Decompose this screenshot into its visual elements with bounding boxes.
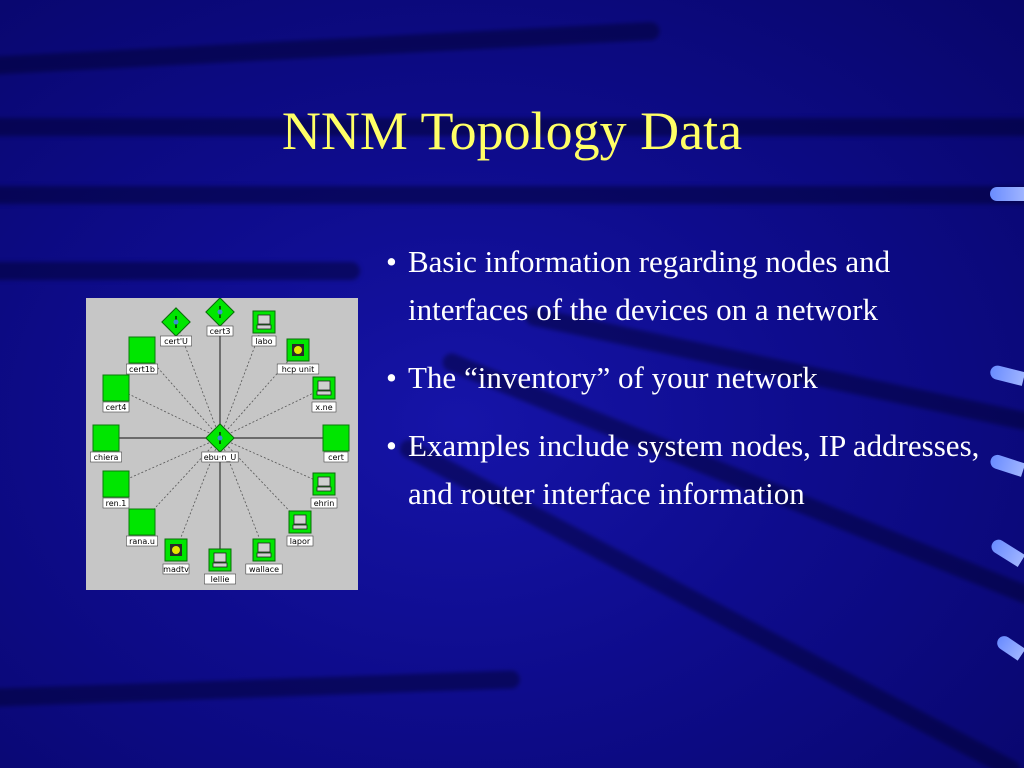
- background-streak: [0, 670, 521, 708]
- background-streak: [0, 21, 660, 77]
- topology-node-label: ren.1: [106, 499, 127, 508]
- topology-node-label: cert'U: [164, 337, 188, 346]
- topology-node-10: madtv: [162, 538, 190, 575]
- bullet-item: • Examples include system nodes, IP addr…: [386, 422, 1006, 518]
- topology-node-label: cert4: [106, 403, 127, 412]
- topology-link: [219, 437, 325, 485]
- bullet-text: Examples include system nodes, IP addres…: [408, 428, 980, 511]
- topology-link: [141, 437, 221, 523]
- topology-node-7: lapor: [286, 510, 314, 547]
- topology-node-15: cert1b: [126, 336, 158, 375]
- topology-node-label: lellie: [211, 575, 230, 584]
- bullet-dot: •: [386, 428, 397, 463]
- topology-link: [219, 437, 301, 523]
- topology-node-label: hcp unit: [282, 365, 315, 374]
- decorative-mark: [990, 187, 1024, 201]
- bullet-dot: •: [386, 244, 397, 279]
- topology-node-1: cert3: [205, 298, 235, 337]
- topology-node-14: cert4: [102, 374, 130, 413]
- topology-node-label: ebu·n_U: [204, 453, 237, 462]
- topology-node-5: cert: [322, 424, 350, 463]
- topology-node-0: cert'U: [160, 307, 192, 347]
- topology-link: [219, 349, 299, 439]
- topology-link: [219, 387, 325, 439]
- bullet-text: Basic information regarding nodes and in…: [408, 244, 891, 327]
- topology-node-label: madtv: [163, 565, 189, 574]
- topology-map: cert'U cert3 labo hcp unit x.ne cert ehrin lapo…: [90, 298, 350, 585]
- topology-node-6: ehrin: [310, 472, 338, 509]
- topology-node-label: ehrin: [314, 499, 335, 508]
- background-streak: [0, 118, 1024, 136]
- topology-link: [115, 387, 221, 439]
- topology-node-label: wallace: [249, 565, 279, 574]
- topology-node-2: labo: [251, 310, 277, 347]
- topology-node-12: ren.1: [102, 470, 130, 509]
- topology-node-label: labo: [255, 337, 272, 346]
- topology-link: [115, 437, 221, 485]
- topology-node-label: x.ne: [315, 403, 332, 412]
- topology-node-label: cert: [328, 453, 344, 462]
- slide-title: NNM Topology Data: [281, 101, 743, 161]
- topology-node-3: hcp unit: [276, 338, 320, 375]
- topology-node-13: chiera: [90, 424, 122, 463]
- background-streak: [0, 186, 1024, 204]
- decorative-mark: [994, 633, 1024, 661]
- topology-link: [175, 321, 221, 439]
- topology-map-image: cert'U cert3 labo hcp unit x.ne cert ehrin lapo…: [86, 298, 358, 590]
- background-streak: [0, 262, 360, 280]
- topology-link: [219, 321, 265, 439]
- topology-node-4: x.ne: [311, 376, 337, 413]
- topology-node-8: wallace: [245, 538, 283, 575]
- topology-node-label: chiera: [94, 453, 119, 462]
- decorative-mark: [988, 537, 1024, 567]
- bullet-list: • Basic information regarding nodes and …: [386, 238, 1006, 538]
- bullet-item: • Basic information regarding nodes and …: [386, 238, 1006, 334]
- bullet-dot: •: [386, 360, 397, 395]
- topology-node-label: lapor: [290, 537, 311, 546]
- bullet-text: The “inventory” of your network: [408, 360, 818, 395]
- topology-node-9: lellie: [204, 548, 236, 585]
- bullet-item: • The “inventory” of your network: [386, 354, 1006, 402]
- topology-node-label: rana.u: [129, 537, 155, 546]
- topology-node-label: cert1b: [129, 365, 155, 374]
- topology-node-11: rana.u: [126, 508, 158, 547]
- topology-node-center: ebu·n_U: [201, 423, 239, 463]
- topology-node-label: cert3: [210, 327, 231, 336]
